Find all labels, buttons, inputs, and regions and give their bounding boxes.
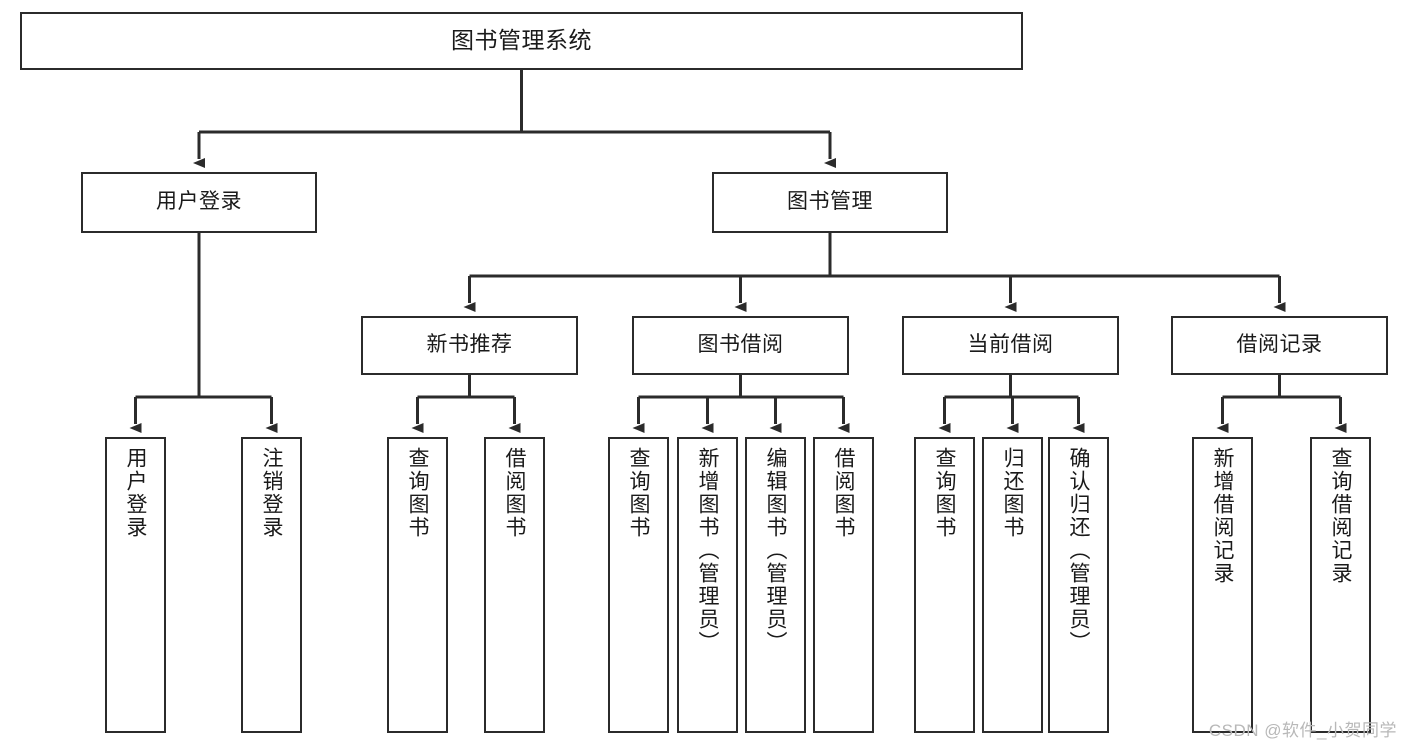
node-label: 用户登录 [156,190,242,214]
node-leaf-query-record[interactable]: 查询借阅记录 [1310,437,1371,733]
csdn-watermark: CSDN @软件_小贺同学 [1208,721,1397,740]
node-label: 查询图书 [406,447,429,539]
node-label: 查询图书 [627,447,650,539]
node-book-borrow[interactable]: 图书借阅 [632,316,849,375]
node-label: 用户登录 [124,447,147,539]
node-leaf-query-book-rec[interactable]: 查询图书 [387,437,448,733]
node-label: 注销登录 [260,447,283,539]
node-label: 图书管理 [787,190,873,214]
node-label: 当前借阅 [967,333,1054,357]
node-leaf-query-book-cur[interactable]: 查询图书 [914,437,975,733]
node-leaf-confirm-return[interactable]: 确认归还（管理员） [1048,437,1109,733]
node-label: 编辑图书（管理员） [764,447,787,654]
node-leaf-borrow-book[interactable]: 借阅图书 [813,437,874,733]
node-leaf-add-book[interactable]: 新增图书（管理员） [677,437,738,733]
node-leaf-edit-book[interactable]: 编辑图书（管理员） [745,437,806,733]
node-leaf-return-book[interactable]: 归还图书 [982,437,1043,733]
node-leaf-user-logout[interactable]: 注销登录 [241,437,302,733]
node-label: 图书借阅 [697,333,784,357]
node-label: 查询图书 [933,447,956,539]
node-label: 图书管理系统 [451,27,592,54]
node-user-login[interactable]: 用户登录 [81,172,317,233]
node-label: 借阅图书 [503,447,526,539]
node-book-manage[interactable]: 图书管理 [712,172,948,233]
node-label: 查询借阅记录 [1329,447,1352,585]
node-label: 借阅图书 [832,447,855,539]
node-new-book-recommend[interactable]: 新书推荐 [361,316,578,375]
node-borrow-record[interactable]: 借阅记录 [1171,316,1388,375]
node-label: 归还图书 [1001,447,1024,539]
node-label: 确认归还（管理员） [1067,447,1090,654]
node-label: 新增图书（管理员） [696,447,719,654]
node-leaf-user-login[interactable]: 用户登录 [105,437,166,733]
node-label: 新增借阅记录 [1211,447,1234,585]
node-leaf-borrow-book-rec[interactable]: 借阅图书 [484,437,545,733]
node-leaf-add-record[interactable]: 新增借阅记录 [1192,437,1253,733]
node-label: 新书推荐 [426,333,513,357]
node-current-borrow[interactable]: 当前借阅 [902,316,1119,375]
node-root[interactable]: 图书管理系统 [20,12,1023,70]
node-label: 借阅记录 [1236,333,1323,357]
node-leaf-query-book-borrow[interactable]: 查询图书 [608,437,669,733]
